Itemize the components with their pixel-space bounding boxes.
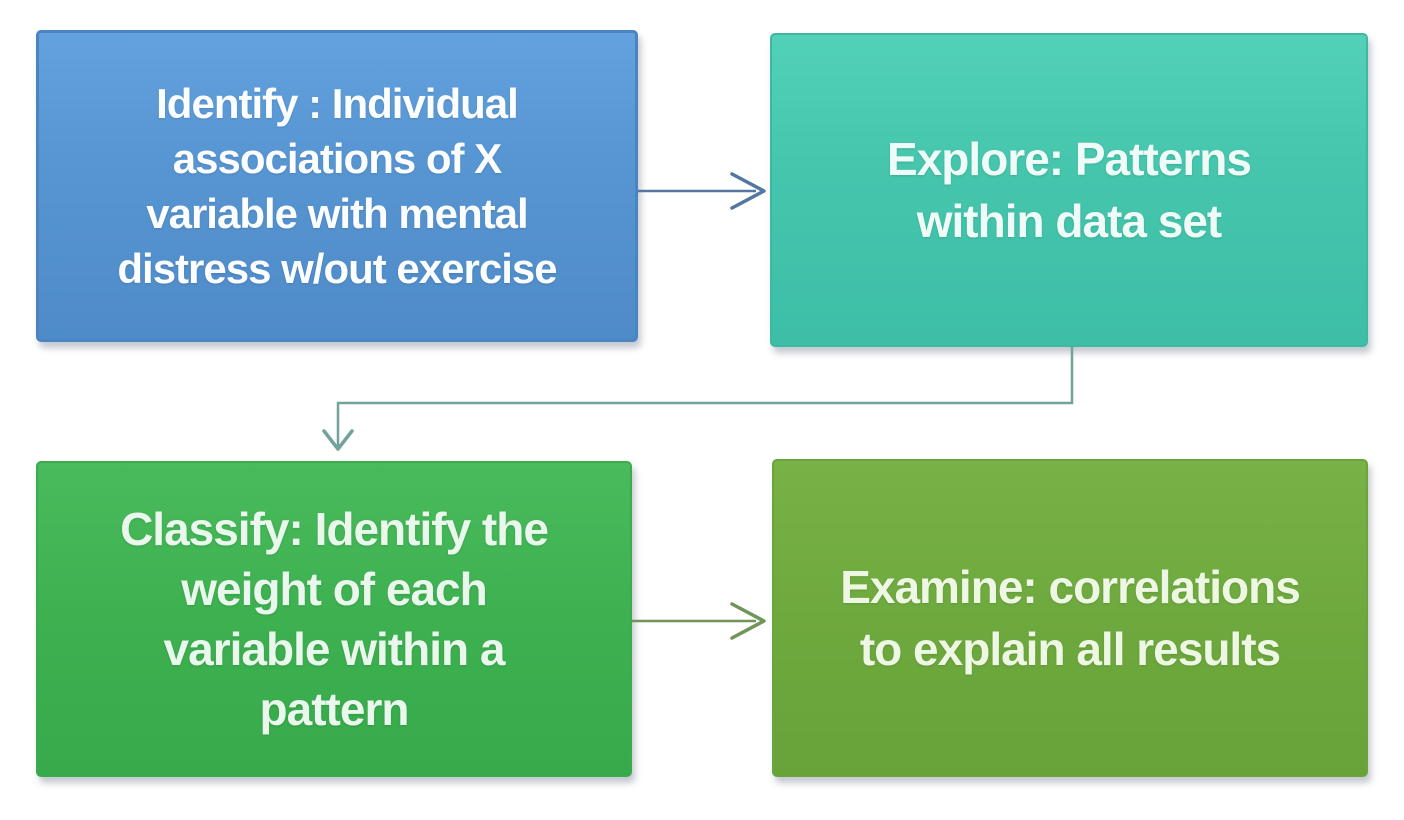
arrowhead-right-icon bbox=[730, 602, 766, 640]
node-label-line: variable with mental bbox=[146, 190, 528, 237]
node-label-line: Identify : Individual bbox=[156, 80, 519, 127]
node-examine-label: Examine: correlations to explain all res… bbox=[840, 556, 1301, 680]
node-label-line: associations of X bbox=[172, 135, 502, 182]
flowchart-node-classify: Classify: Identify the weight of each va… bbox=[36, 461, 632, 777]
node-classify-label: Classify: Identify the weight of each va… bbox=[120, 499, 549, 739]
connector-explore-to-classify-line bbox=[336, 347, 1074, 446]
node-identify-label: Identify : Individual associations of X … bbox=[117, 76, 557, 296]
node-label-line: distress w/out exercise bbox=[117, 245, 557, 292]
flowchart-node-identify: Identify : Individual associations of X … bbox=[36, 30, 638, 342]
connector-classify-to-examine bbox=[632, 602, 766, 640]
arrowhead-down-icon bbox=[322, 429, 354, 451]
flowchart-node-examine: Examine: correlations to explain all res… bbox=[772, 459, 1368, 777]
node-explore-label: Explore: Patterns within data set bbox=[887, 128, 1252, 252]
node-label-line: to explain all results bbox=[859, 623, 1281, 675]
connector-explore-to-classify bbox=[322, 347, 1074, 451]
node-label-line: weight of each bbox=[181, 563, 487, 615]
flowchart-node-explore: Explore: Patterns within data set bbox=[770, 33, 1368, 347]
arrowhead-right-icon bbox=[730, 172, 766, 210]
node-label-line: pattern bbox=[259, 683, 410, 735]
node-label-line: Classify: Identify the bbox=[120, 503, 549, 555]
node-label-line: within data set bbox=[916, 195, 1222, 247]
node-label-line: variable within a bbox=[163, 623, 506, 675]
node-label-line: Explore: Patterns bbox=[887, 133, 1252, 185]
connector-identify-to-explore bbox=[638, 172, 766, 210]
node-label-line: Examine: correlations bbox=[840, 561, 1301, 613]
